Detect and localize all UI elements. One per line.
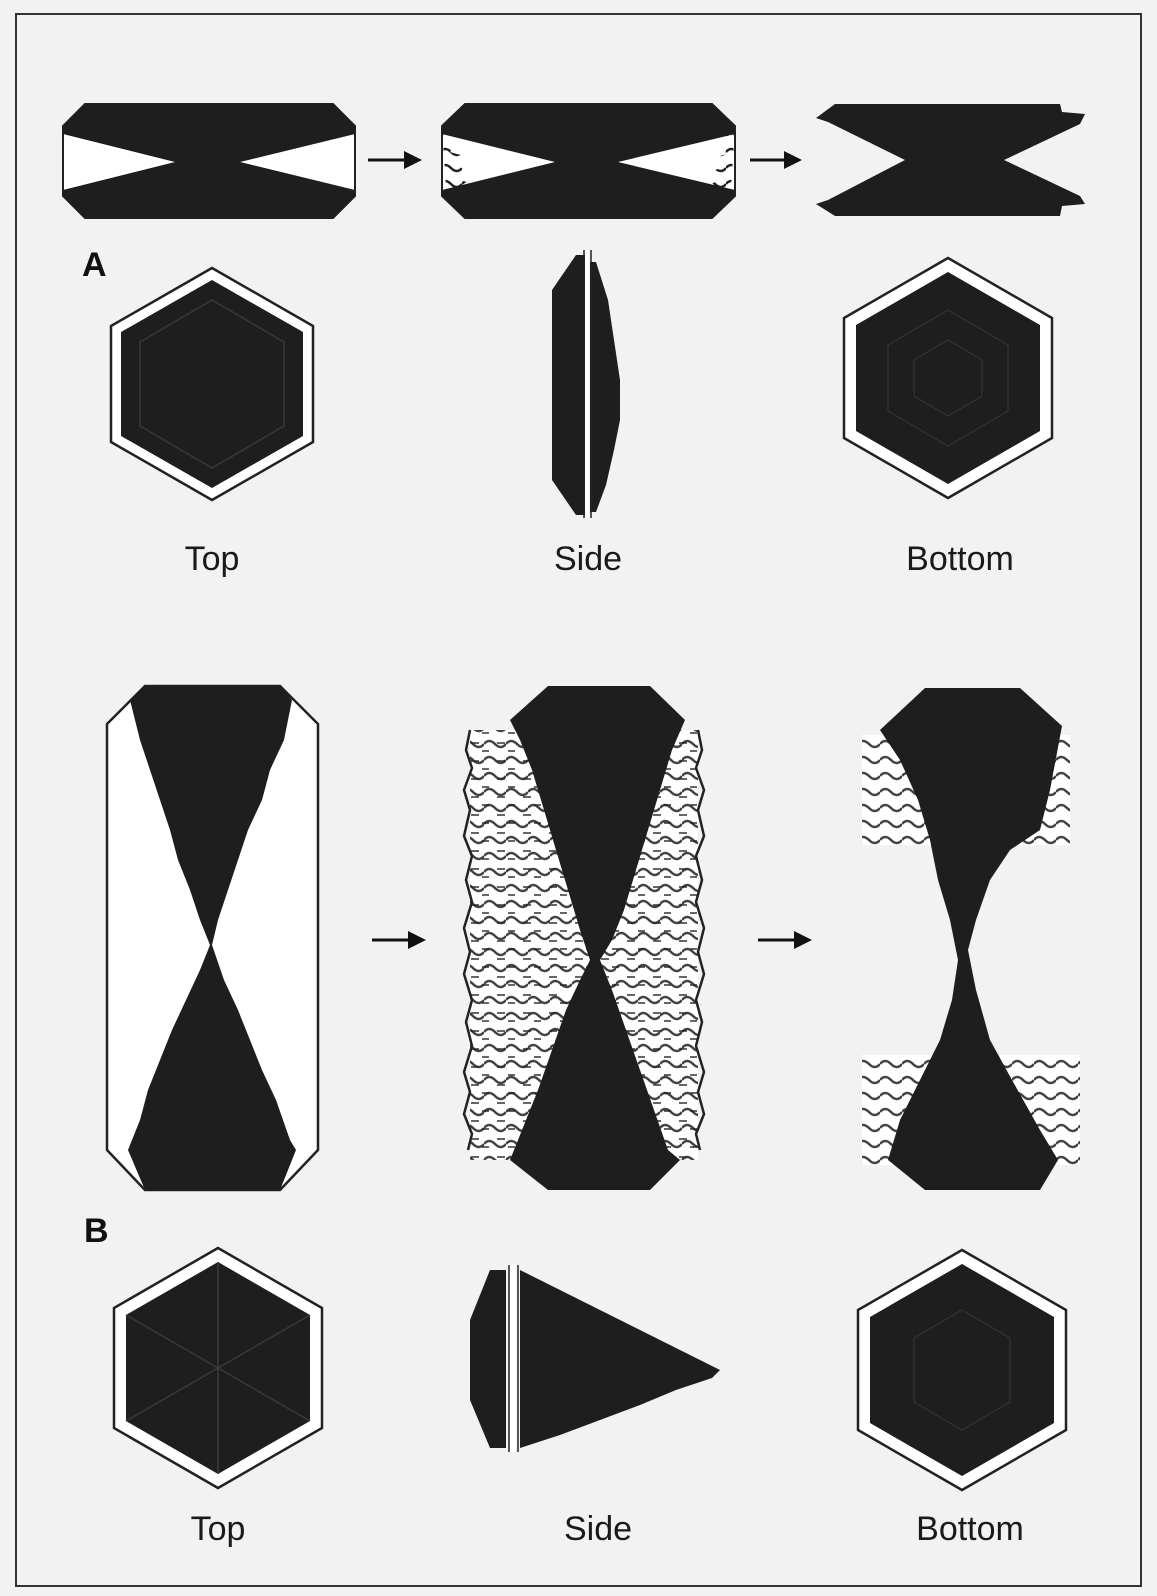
crystal-b2 bbox=[464, 686, 704, 1190]
panel-a-sequence bbox=[63, 104, 1085, 218]
crystal-a2 bbox=[442, 104, 735, 218]
panel-a-top-label: Top bbox=[185, 540, 240, 578]
panel-b-label: B bbox=[84, 1212, 109, 1250]
panel-b-side-label: Side bbox=[564, 1510, 632, 1548]
crystal-a1 bbox=[63, 104, 355, 218]
panel-b-bottom-label: Bottom bbox=[916, 1510, 1024, 1548]
crystal-b1 bbox=[107, 686, 318, 1190]
panel-a-label: A bbox=[82, 246, 107, 284]
panel-a-bottom-label: Bottom bbox=[906, 540, 1014, 578]
panel-b-top-label: Top bbox=[191, 1510, 246, 1548]
panel-a-side-label: Side bbox=[554, 540, 622, 578]
